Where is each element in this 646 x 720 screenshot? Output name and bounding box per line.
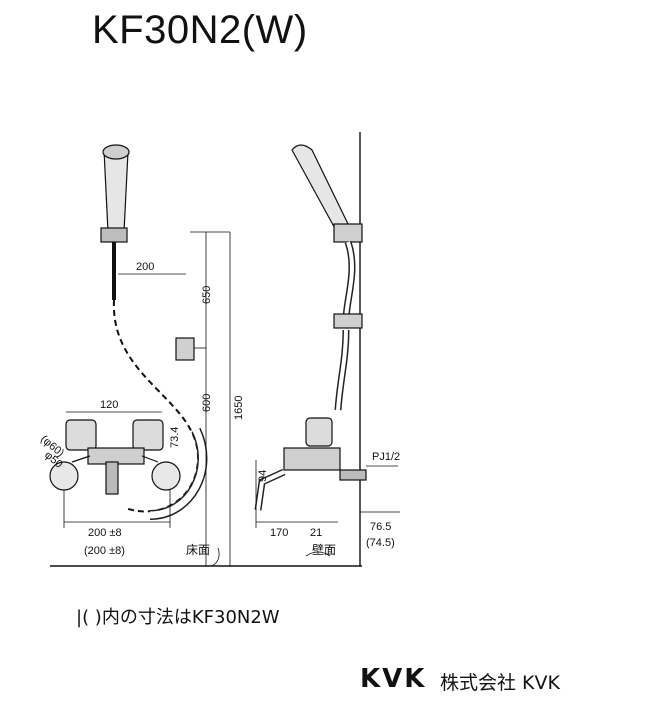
- dim-74-5: (74.5): [366, 537, 395, 549]
- dim-73-4: 73.4: [169, 427, 181, 448]
- dim-600: 600: [201, 394, 213, 412]
- dim-650: 650: [201, 286, 213, 304]
- side-faucet-body: [254, 417, 367, 511]
- dim-21: 21: [310, 527, 322, 539]
- dim-pj: PJ1/2: [372, 451, 400, 463]
- company-name: 株式会社 KVK: [440, 672, 560, 694]
- front-hook: [175, 337, 195, 361]
- product-title: KF30N2(W): [92, 8, 308, 52]
- front-shower-head: [100, 144, 130, 300]
- dim-1650: 1650: [233, 396, 245, 420]
- dim-200-bottom: 200 ±8: [88, 527, 122, 539]
- dim-170: 170: [270, 527, 288, 539]
- front-faucet-body: [49, 419, 181, 495]
- dim-120: 120: [100, 399, 118, 411]
- wall-label: 壁面: [312, 542, 336, 557]
- dim-76-5: 76.5: [370, 521, 391, 533]
- kvk-logo: KVK: [360, 664, 427, 694]
- dimension-note: |( )内の寸法はKF30N2W: [76, 607, 280, 628]
- dim-200-bottom-paren: (200 ±8): [84, 545, 125, 557]
- side-shower-assembly: [291, 144, 363, 411]
- dim-94: 94: [257, 470, 269, 482]
- dim-200-top: 200: [136, 261, 154, 273]
- floor-label: 床面: [186, 543, 210, 557]
